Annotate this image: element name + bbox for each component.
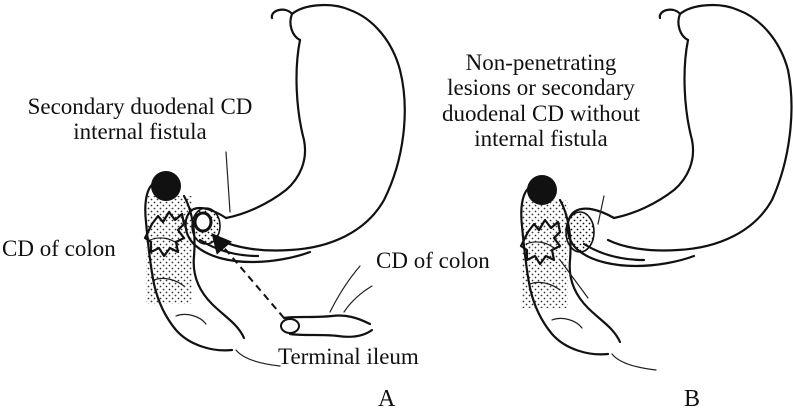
leader-lesion-b [597,195,605,225]
label-line: lesions or secondary [447,75,635,101]
terminal-ileum-a [280,265,374,338]
label-cd-of-colon-b: CD of colon [376,248,490,273]
label-terminal-ileum: Terminal ileum [278,344,419,369]
stomach-a [218,4,406,252]
colon-lesion-a [143,210,186,258]
label-line: internal fistula [474,125,608,151]
label-cd-of-colon-a: CD of colon [2,236,116,261]
label-line: Secondary duodenal CD [27,94,253,119]
colon-lesion-b [519,218,562,266]
label-non-penetrating-lesions: Non-penetrating lesions or secondary duo… [424,50,658,151]
panel-label-b: B [684,386,701,412]
fistula-opening [193,211,213,233]
hepatic-flexure-a [151,171,181,201]
label-line: duodenal CD without [441,100,641,126]
hepatic-flexure-b [527,175,557,205]
label-line: Non-penetrating [465,50,617,75]
label-line: internal fistula [73,119,207,145]
label-secondary-duodenal-fistula: Secondary duodenal CD internal fistula [2,94,278,145]
panel-a-drawing [143,4,406,367]
colon-stipple-b [522,200,568,308]
stomach-b [606,4,793,252]
leader-fistula-a [225,151,231,213]
panel-b-drawing [519,4,793,371]
fistula-tract-arrow [211,232,285,319]
panel-label-a: A [378,386,396,412]
leader-colon-b [559,259,589,299]
